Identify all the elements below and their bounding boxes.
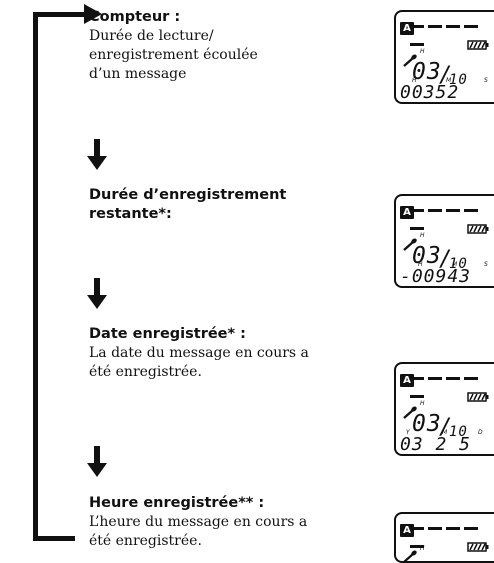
unit-mark: S [484, 77, 488, 84]
message-number: 03 [412, 411, 442, 437]
step-recorded-time: Heure enregistrée** : L’heure du message… [89, 494, 359, 551]
folder-a-badge: A [400, 374, 414, 387]
step-description-line: été enregistrée. [89, 533, 202, 549]
unit-mark: H [418, 261, 423, 268]
mic-marker: H [420, 545, 425, 552]
lcd-display: A H 03 / 10 H M S -00943 [394, 194, 494, 288]
slash-separator: / [439, 415, 454, 440]
step-description-line: Durée de lecture/ [89, 28, 214, 44]
step-title: restante*: [89, 206, 172, 222]
lcd-display: A H 03 / 10 H M S 00352 [394, 10, 494, 104]
total-messages: 10 [449, 72, 468, 88]
date-readout: 03 2 5 [400, 434, 472, 455]
loop-connector-top [33, 12, 85, 17]
right-arrow-icon [84, 4, 102, 24]
message-number: 03 [412, 59, 442, 85]
step-description-line: d’un message [89, 66, 187, 82]
loop-connector-line [33, 12, 38, 540]
lcd-display: A H [394, 512, 494, 563]
battery-icon [467, 392, 489, 402]
slash-separator: / [439, 63, 454, 88]
folder-a-badge: A [400, 524, 414, 537]
unit-mark: M [452, 261, 458, 268]
down-arrow-icon [87, 278, 107, 310]
microphone-icon [403, 238, 417, 251]
total-messages: 10 [449, 424, 468, 440]
unit-mark: H [412, 77, 417, 84]
unit-mark: M [442, 429, 448, 436]
step-remaining-time: Durée d’enregistrement restante*: [89, 186, 359, 224]
mic-marker: H [420, 48, 425, 55]
remaining-time-readout: -00943 [400, 266, 472, 287]
down-arrow-icon [87, 139, 107, 171]
unit-mark: D [478, 429, 483, 436]
microphone-icon [403, 406, 417, 419]
mic-marker: H [420, 400, 425, 407]
microphone-icon [403, 54, 417, 67]
lcd-display: A H 03 / 10 Y M D 03 2 5 [394, 362, 494, 456]
loop-connector-bottom [33, 536, 75, 541]
message-number: 03 [412, 243, 442, 269]
slash-separator: / [439, 247, 454, 272]
step-title: Compteur : [89, 9, 181, 25]
unit-mark: M [446, 77, 452, 84]
step-title: Durée d’enregistrement [89, 187, 287, 203]
folder-a-badge: A [400, 22, 414, 35]
step-title: Date enregistrée* : [89, 326, 246, 342]
lcd-dash-row [410, 15, 494, 51]
step-description-line: La date du message en cours a [89, 345, 309, 361]
microphone-icon [403, 550, 417, 561]
step-description-line: été enregistrée. [89, 364, 202, 380]
battery-icon [467, 224, 489, 234]
step-recorded-date: Date enregistrée* : La date du message e… [89, 325, 359, 382]
step-title: Heure enregistrée** : [89, 495, 265, 511]
battery-icon [467, 542, 489, 552]
down-arrow-icon [87, 446, 107, 478]
step-counter: Compteur : Durée de lecture/ enregistrem… [89, 8, 359, 84]
step-description-line: L’heure du message en cours a [89, 514, 308, 530]
unit-mark: Y [406, 429, 410, 436]
unit-mark: S [484, 261, 488, 268]
lcd-dash-row [410, 367, 494, 403]
battery-icon [467, 40, 489, 50]
total-messages: 10 [449, 256, 468, 272]
step-description-line: enregistrement écoulée [89, 47, 258, 63]
lcd-dash-row [410, 517, 494, 553]
mic-marker: H [420, 232, 425, 239]
lcd-dash-row [410, 199, 494, 235]
folder-a-badge: A [400, 206, 414, 219]
counter-readout: 00352 [400, 82, 460, 103]
